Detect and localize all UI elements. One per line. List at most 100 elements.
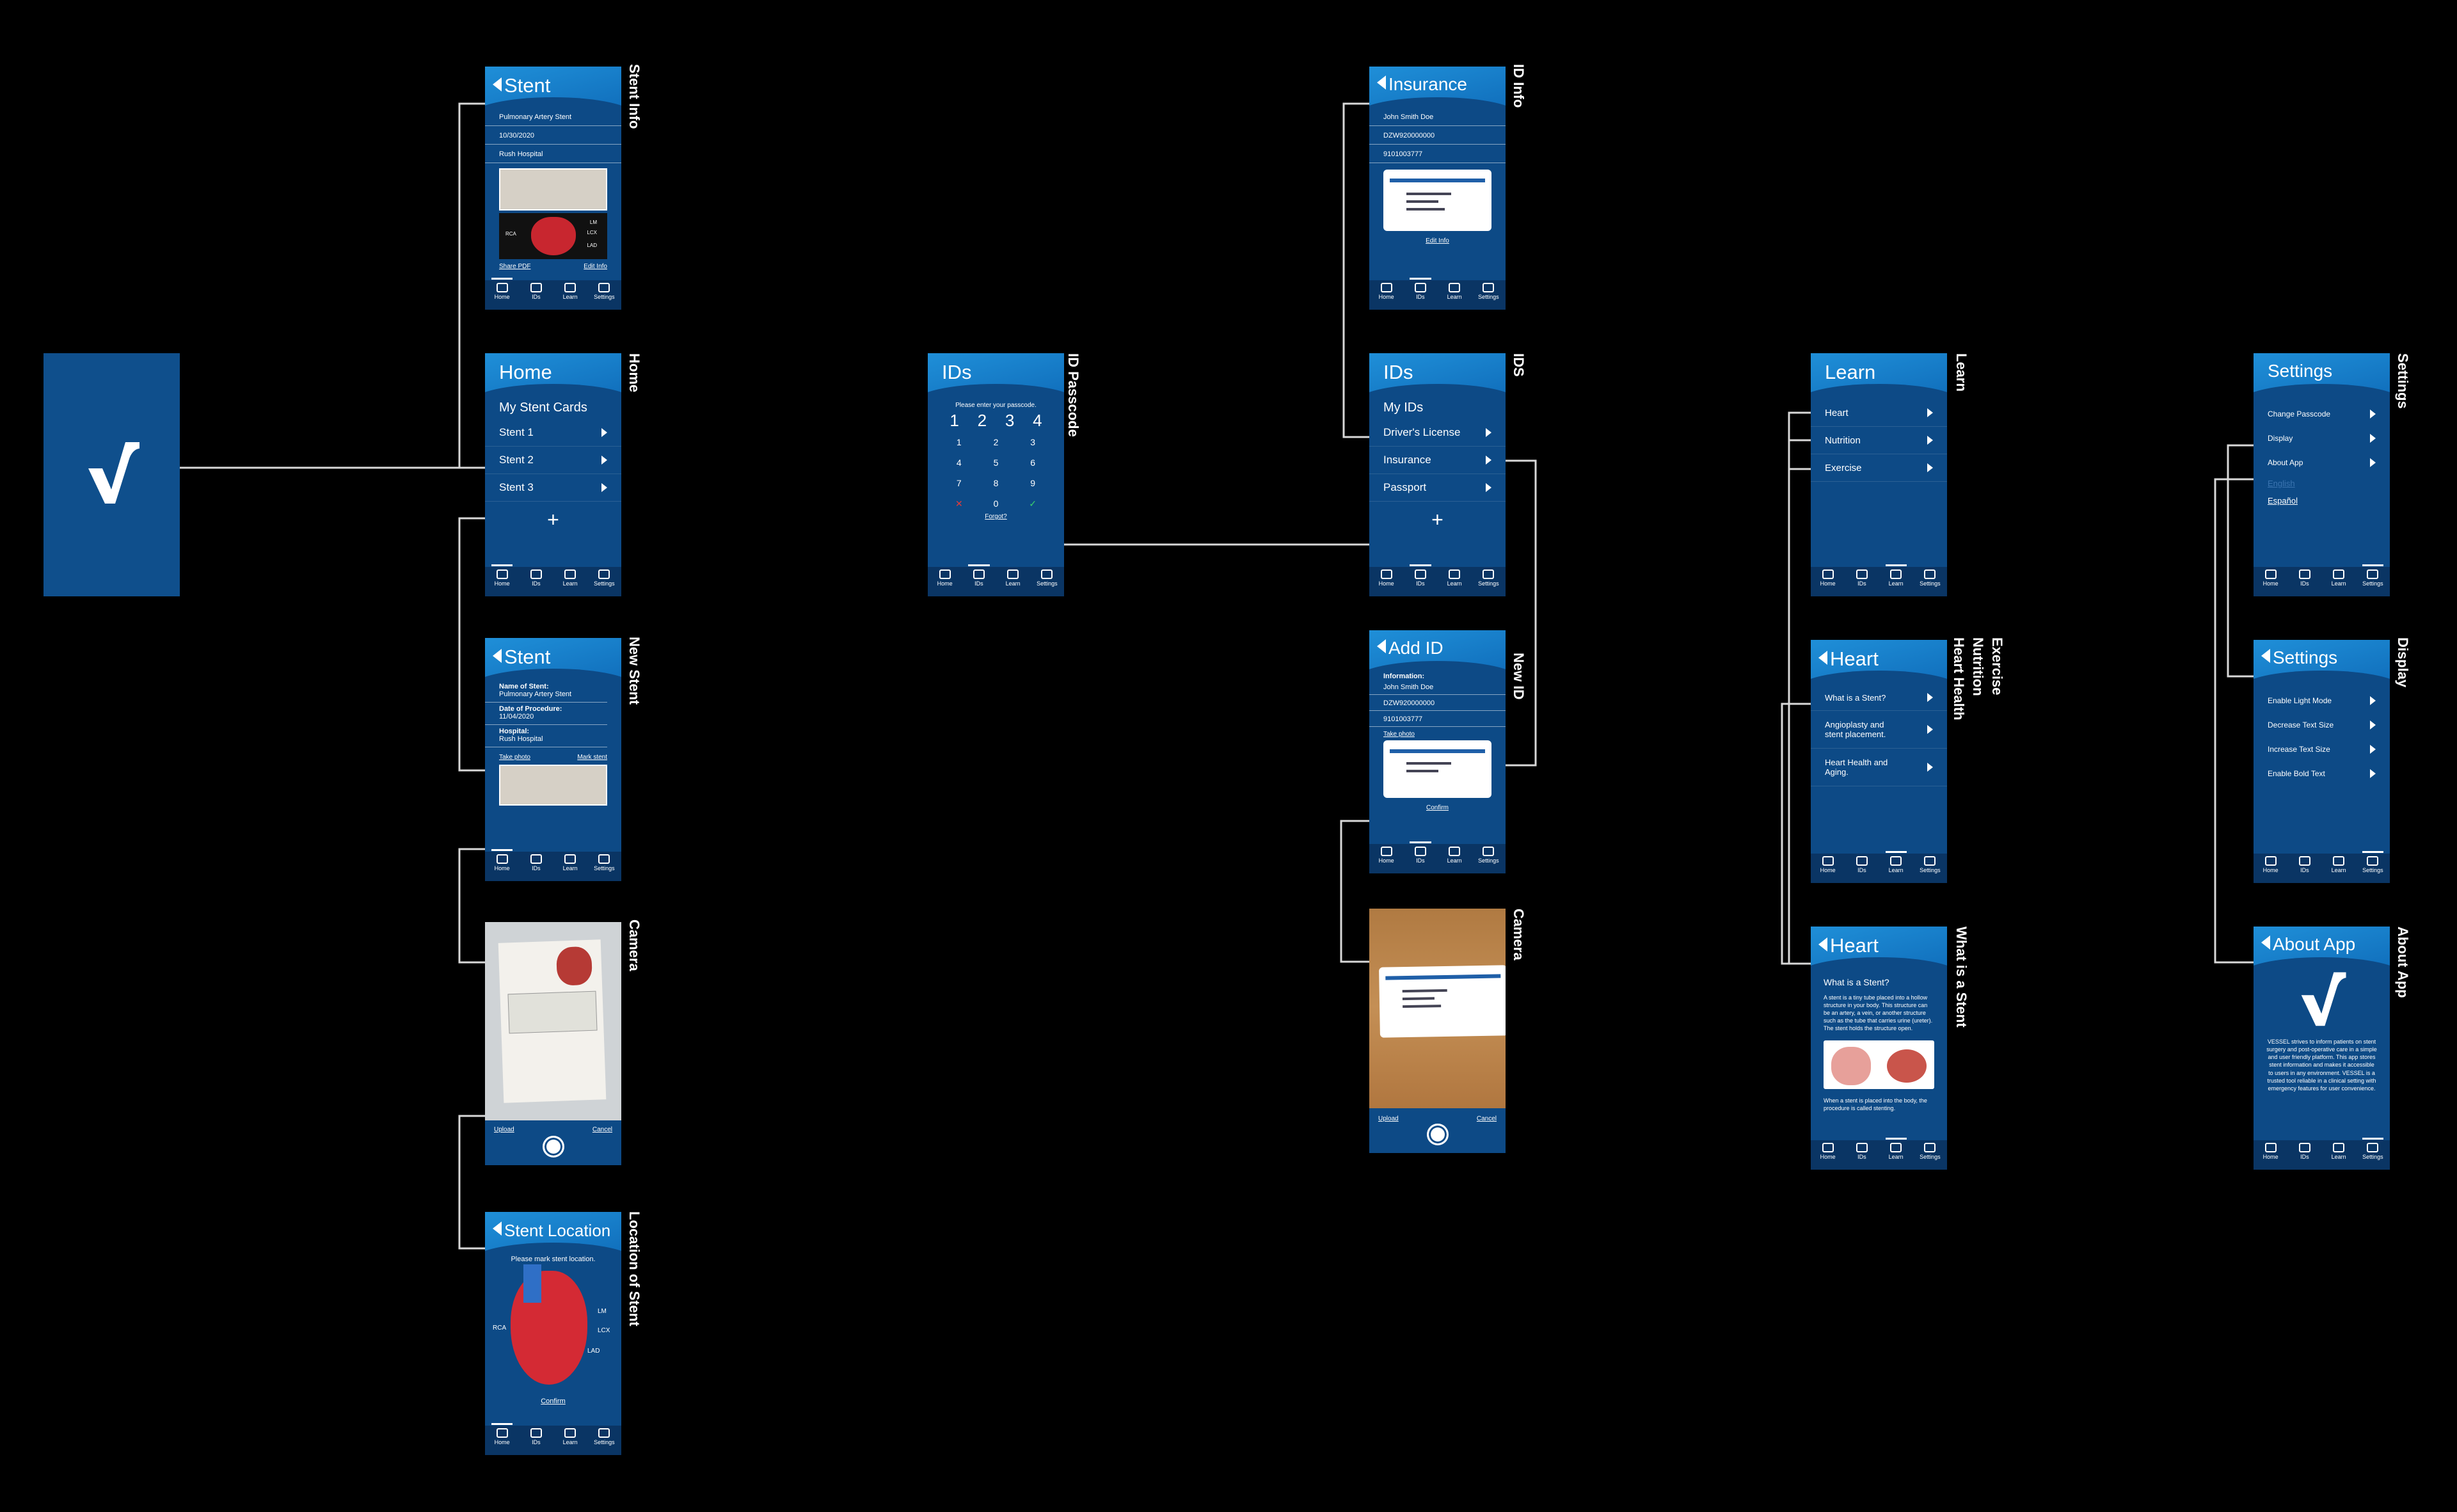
shutter-button[interactable] <box>542 1136 564 1158</box>
check-icon[interactable]: ✓ <box>1029 498 1037 509</box>
name-input[interactable]: John Smith Doe <box>1369 680 1506 695</box>
tab-home[interactable]: Home <box>1369 280 1403 310</box>
tab-learn[interactable]: Learn <box>996 567 1030 596</box>
tab-settings[interactable]: Settings <box>1030 567 1064 596</box>
tab-home[interactable]: Home <box>1811 1140 1845 1170</box>
tab-home[interactable]: Home <box>2254 854 2287 883</box>
tab-learn[interactable]: Learn <box>553 852 587 881</box>
tab-learn[interactable]: Learn <box>1879 851 1913 883</box>
key[interactable]: 7 <box>956 478 962 488</box>
tab-home[interactable]: Home <box>1369 844 1403 873</box>
key[interactable]: 5 <box>993 458 999 468</box>
tab-ids[interactable]: IDs <box>962 564 996 596</box>
upload-link[interactable]: Upload <box>1378 1115 1399 1122</box>
confirm-link[interactable]: Confirm <box>1426 804 1449 811</box>
tab-learn[interactable]: Learn <box>1438 844 1472 873</box>
mark-stent-link[interactable]: Mark stent <box>577 754 607 761</box>
tab-ids[interactable]: IDs <box>519 567 553 596</box>
list-item[interactable]: Insurance <box>1369 447 1506 474</box>
cancel-link[interactable]: Cancel <box>592 1126 612 1133</box>
tab-settings[interactable]: Settings <box>2356 564 2390 596</box>
back-title[interactable]: Stent <box>493 646 550 669</box>
list-item[interactable]: Increase Text Size <box>2254 737 2390 761</box>
tab-learn[interactable]: Learn <box>2322 854 2356 883</box>
tab-learn[interactable]: Learn <box>2322 567 2356 596</box>
tab-learn[interactable]: Learn <box>2322 1140 2356 1170</box>
list-item[interactable]: Change Passcode <box>2254 402 2390 426</box>
tab-settings[interactable]: Settings <box>1472 280 1506 310</box>
take-photo-link[interactable]: Take photo <box>499 754 530 761</box>
tab-settings[interactable]: Settings <box>587 280 621 310</box>
tab-settings[interactable]: Settings <box>1913 567 1947 596</box>
back-title[interactable]: Stent <box>493 74 550 97</box>
tab-home[interactable]: Home <box>485 1423 519 1455</box>
tab-home[interactable]: Home <box>1811 567 1845 596</box>
take-photo-link[interactable]: Take photo <box>1383 731 1415 738</box>
tab-ids[interactable]: IDs <box>519 852 553 881</box>
list-item[interactable]: What is a Stent? <box>1811 685 1947 711</box>
tab-settings[interactable]: Settings <box>1472 567 1506 596</box>
key[interactable]: 3 <box>1030 437 1036 447</box>
list-item[interactable]: Stent 2 <box>485 447 621 474</box>
language-english[interactable]: English <box>2268 479 2295 488</box>
tab-settings[interactable]: Settings <box>2356 1138 2390 1170</box>
tab-learn[interactable]: Learn <box>1879 1138 1913 1170</box>
tab-ids[interactable]: IDs <box>1403 564 1437 596</box>
date-input[interactable]: 11/04/2020 <box>485 713 607 725</box>
list-item[interactable]: Passport <box>1369 474 1506 502</box>
tab-settings[interactable]: Settings <box>587 1426 621 1455</box>
list-item[interactable]: Driver's License <box>1369 419 1506 447</box>
back-title[interactable]: Heart <box>1818 934 1879 957</box>
tab-ids[interactable]: IDs <box>519 280 553 310</box>
key[interactable]: 6 <box>1030 458 1036 468</box>
edit-info-link[interactable]: Edit Info <box>584 263 607 270</box>
member-id-input[interactable]: DZW920000000 <box>1369 696 1506 711</box>
list-item[interactable]: Stent 1 <box>485 419 621 447</box>
list-item[interactable]: Heart Health and Aging. <box>1811 749 1947 786</box>
back-title[interactable]: Heart <box>1818 648 1879 671</box>
tab-learn[interactable]: Learn <box>553 280 587 310</box>
key[interactable]: 1 <box>956 437 962 447</box>
back-title[interactable]: Insurance <box>1377 74 1467 95</box>
key[interactable]: 0 <box>993 498 999 509</box>
tab-ids[interactable]: IDs <box>1403 841 1437 873</box>
list-item[interactable]: Exercise <box>1811 454 1947 482</box>
key[interactable]: 2 <box>993 437 999 447</box>
tab-learn[interactable]: Learn <box>553 1426 587 1455</box>
tab-settings[interactable]: Settings <box>1913 1140 1947 1170</box>
tab-settings[interactable]: Settings <box>2356 851 2390 883</box>
list-item[interactable]: Display <box>2254 426 2390 450</box>
tab-ids[interactable]: IDs <box>1845 854 1879 883</box>
edit-info-link[interactable]: Edit Info <box>1426 237 1449 244</box>
hospital-input[interactable]: Rush Hospital <box>485 735 607 747</box>
tab-ids[interactable]: IDs <box>2287 567 2321 596</box>
list-item[interactable]: Enable Light Mode <box>2254 688 2390 713</box>
tab-home[interactable]: Home <box>2254 567 2287 596</box>
tab-settings[interactable]: Settings <box>1472 844 1506 873</box>
share-pdf-link[interactable]: Share PDF <box>499 263 531 270</box>
clear-icon[interactable]: ✕ <box>955 498 963 509</box>
tab-ids[interactable]: IDs <box>2287 1140 2321 1170</box>
tab-learn[interactable]: Learn <box>1438 280 1472 310</box>
add-button[interactable]: + <box>1431 508 1443 531</box>
tab-settings[interactable]: Settings <box>587 852 621 881</box>
tab-ids[interactable]: IDs <box>1845 567 1879 596</box>
tab-home[interactable]: Home <box>1369 567 1403 596</box>
add-button[interactable]: + <box>547 508 559 531</box>
tab-ids[interactable]: IDs <box>2287 854 2321 883</box>
tab-home[interactable]: Home <box>485 564 519 596</box>
tab-ids[interactable]: IDs <box>519 1426 553 1455</box>
list-item[interactable]: Nutrition <box>1811 427 1947 454</box>
list-item[interactable]: Angioplasty and stent placement. <box>1811 711 1947 749</box>
shutter-button[interactable] <box>1426 1124 1449 1145</box>
tab-ids[interactable]: IDs <box>1845 1140 1879 1170</box>
tab-settings[interactable]: Settings <box>1913 854 1947 883</box>
tab-home[interactable]: Home <box>485 278 519 310</box>
tab-home[interactable]: Home <box>2254 1140 2287 1170</box>
tab-home[interactable]: Home <box>928 567 962 596</box>
cancel-link[interactable]: Cancel <box>1476 1115 1497 1122</box>
tab-home[interactable]: Home <box>1811 854 1845 883</box>
tab-home[interactable]: Home <box>485 849 519 881</box>
key[interactable]: 9 <box>1030 478 1036 488</box>
back-title[interactable]: About App <box>2261 934 2355 955</box>
